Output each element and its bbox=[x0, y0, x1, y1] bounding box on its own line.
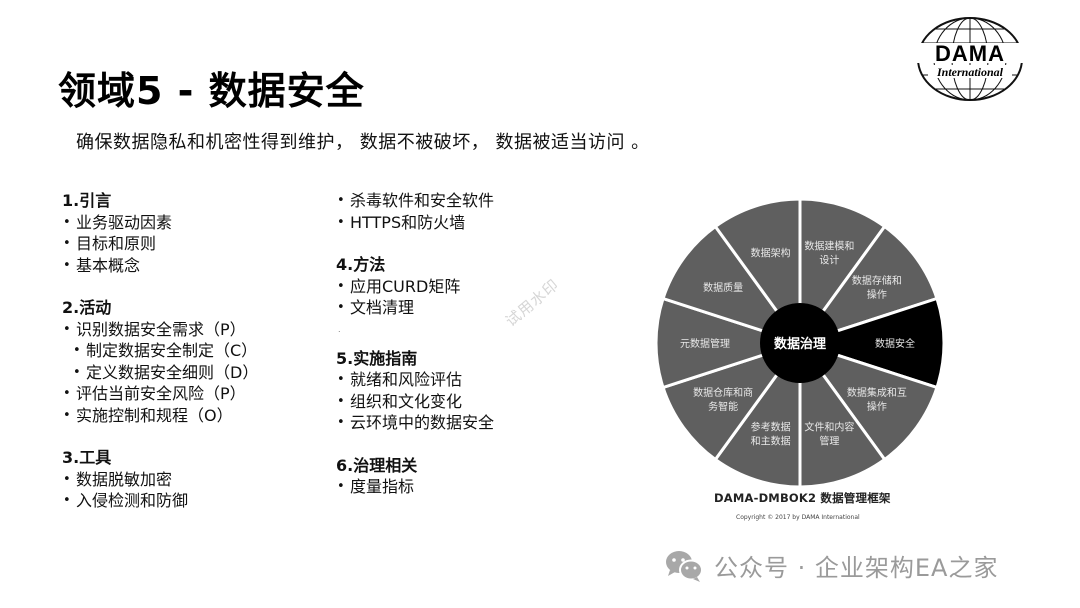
trial-watermark: 试用水印 bbox=[502, 275, 563, 331]
list-item: 文档清理 bbox=[336, 297, 494, 319]
list-item: 组织和文化变化 bbox=[336, 391, 494, 413]
slide-title: 领域5 - 数据安全 bbox=[58, 69, 365, 113]
section-tools-continued: 杀毒软件和安全软件 HTTPS和防火墙 bbox=[336, 190, 494, 233]
section-heading: 5.实施指南 bbox=[336, 348, 418, 368]
wheel-segment-label: 数据仓库和商务智能 bbox=[693, 386, 753, 413]
wheel-segment-label: 数据存储和操作 bbox=[852, 274, 902, 301]
section-heading: 3.工具 bbox=[62, 448, 112, 467]
wheel-segment-label: 数据质量 bbox=[703, 281, 743, 294]
wheel-segment-label: 参考数据和主数据 bbox=[751, 420, 791, 447]
footer-text: 公众号 · 企业架构EA之家 bbox=[714, 554, 999, 582]
svg-text:International: International bbox=[936, 65, 1004, 79]
section-heading: 6.治理相关 bbox=[336, 455, 418, 475]
wheel-segment bbox=[661, 224, 804, 346]
wheel-segment bbox=[713, 197, 802, 348]
section-intro: 1.引言 业务驱动因素 目标和原则 基本概念 bbox=[62, 190, 258, 276]
list-item: 数据脱敏加密 bbox=[62, 469, 258, 491]
list-item: 制定数据安全制定（C） bbox=[72, 340, 258, 362]
list-item: 基本概念 bbox=[62, 255, 258, 277]
section-heading: 4.方法 bbox=[336, 255, 386, 274]
section-heading: 2.活动 bbox=[62, 298, 112, 317]
outline-column-right: 杀毒软件和安全软件 HTTPS和防火墙 4.方法 应用CURD矩阵 文档清理 .… bbox=[336, 190, 494, 519]
wheel-copyright: Copyright © 2017 by DAMA International bbox=[736, 514, 860, 521]
section-governance: 6.治理相关 度量指标 bbox=[336, 455, 494, 498]
wheel-segment-label: 数据架构 bbox=[751, 247, 791, 260]
wheel-segment-label: 数据集成和互操作 bbox=[847, 386, 907, 413]
dama-logo-icon: DAMA International bbox=[912, 17, 1028, 101]
list-item: 应用CURD矩阵 bbox=[336, 276, 494, 298]
wheel-segment-label: 元数据管理 bbox=[680, 337, 730, 350]
wheel-segment bbox=[796, 224, 939, 346]
section-implementation: 5.实施指南 就绪和风险评估 组织和文化变化 云环境中的数据安全 bbox=[336, 348, 494, 434]
wheel-segment bbox=[798, 197, 887, 348]
footer-account: 公众号 · 企业架构EA之家 bbox=[664, 548, 998, 583]
section-heading: 1.引言 bbox=[62, 191, 112, 210]
list-item: 定义数据安全细则（D） bbox=[72, 362, 258, 384]
wheel-segment-label: 数据建模和设计 bbox=[804, 240, 854, 267]
wechat-icon bbox=[666, 550, 703, 582]
wheel-segment bbox=[654, 296, 805, 390]
section-activities: 2.活动 识别数据安全需求（P） 制定数据安全制定（C） 定义数据安全细则（D）… bbox=[62, 297, 258, 426]
list-item: HTTPS和防火墙 bbox=[336, 212, 494, 234]
list-item: 云环境中的数据安全 bbox=[336, 412, 494, 434]
list-item: 目标和原则 bbox=[62, 233, 258, 255]
svg-text:DAMA: DAMA bbox=[935, 41, 1005, 66]
slide-subtitle: 确保数据隐私和机密性得到维护， 数据不被破坏， 数据被适当访问 。 bbox=[76, 132, 650, 153]
list-item: 识别数据安全需求（P） bbox=[62, 319, 258, 341]
section-tools: 3.工具 数据脱敏加密 入侵检测和防御 bbox=[62, 447, 258, 512]
wheel-segment bbox=[661, 340, 804, 462]
list-item: 度量指标 bbox=[336, 476, 494, 498]
wheel-segment bbox=[713, 338, 802, 489]
wheel-segment bbox=[795, 296, 946, 390]
dmbok-wheel-diagram: 数据建模和设计数据存储和操作数据安全数据集成和互操作文件和内容管理参考数据和主数… bbox=[654, 197, 946, 489]
wheel-segment bbox=[796, 340, 939, 462]
list-item: 入侵检测和防御 bbox=[62, 490, 258, 512]
list-item: 实施控制和规程（O） bbox=[62, 405, 258, 427]
stray-dot: . bbox=[338, 324, 341, 334]
outline-column-left: 1.引言 业务驱动因素 目标和原则 基本概念 2.活动 识别数据安全需求（P） … bbox=[62, 190, 258, 533]
list-item: 杀毒软件和安全软件 bbox=[336, 190, 494, 212]
wheel-caption: DAMA-DMBOK2 数据管理框架 bbox=[714, 491, 891, 505]
wheel-segment bbox=[798, 338, 887, 489]
list-item: 就绪和风险评估 bbox=[336, 369, 494, 391]
list-item: 业务驱动因素 bbox=[62, 212, 258, 234]
wheel-center bbox=[760, 303, 840, 383]
wheel-center-label: 数据治理 bbox=[774, 336, 826, 352]
section-methods: 4.方法 应用CURD矩阵 文档清理 . bbox=[336, 254, 494, 340]
wheel-segment-label: 文件和内容管理 bbox=[804, 420, 854, 447]
list-item: 评估当前安全风险（P） bbox=[62, 383, 258, 405]
wheel-segment-label: 数据安全 bbox=[875, 337, 915, 350]
